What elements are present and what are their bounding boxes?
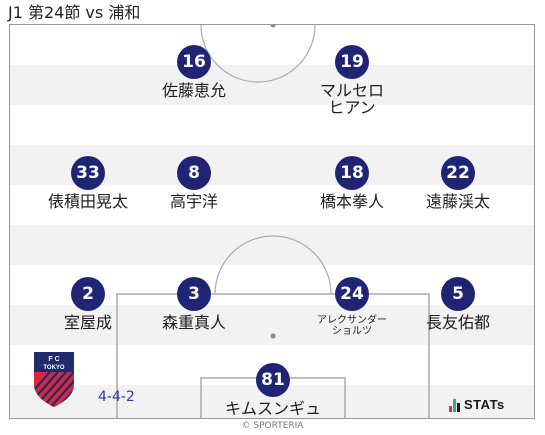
fc-tokyo-crest-icon: F C TOKYO	[34, 352, 74, 407]
player-number: 3	[177, 277, 211, 311]
player-name: 橋本拳人	[319, 192, 384, 211]
player-number: 16	[177, 45, 211, 79]
stats-logo: STATs	[449, 396, 505, 412]
player-22: 22 遠藤渓太	[398, 156, 518, 210]
player-number: 19	[335, 45, 369, 79]
player-81: 81 キムスンギュ	[213, 363, 333, 417]
stats-logo-text: STATs	[464, 397, 505, 412]
player-name: キムスンギュ	[224, 399, 321, 418]
pitch-stripe	[10, 305, 534, 345]
player-8: 8 高宇洋	[134, 156, 254, 210]
pitch-stripe	[10, 65, 534, 105]
stats-bars-icon	[449, 399, 460, 412]
player-33: 33 俵積田晃太	[28, 156, 148, 210]
player-name: 佐藤恵允	[161, 81, 226, 100]
center-spot	[270, 25, 276, 28]
player-name: 長友佑都	[425, 313, 490, 332]
player-18: 18 橋本拳人	[292, 156, 412, 210]
player-name: 遠藤渓太	[425, 192, 490, 211]
player-name: 高宇洋	[169, 192, 218, 211]
player-name: マルセロ ヒアン	[319, 81, 384, 117]
copyright: © SPORTERIA	[241, 421, 304, 431]
pitch-stripe	[10, 225, 534, 265]
player-number: 2	[71, 277, 105, 311]
svg-text:TOKYO: TOKYO	[43, 365, 65, 371]
player-name: アレクサンダー ショルツ	[317, 315, 387, 337]
penalty-arc	[214, 235, 332, 295]
player-3: 3 森重真人	[134, 277, 254, 331]
player-name: 室屋成	[63, 313, 112, 332]
player-number: 8	[177, 156, 211, 190]
penalty-area	[116, 293, 430, 418]
player-2: 2 室屋成	[28, 277, 148, 331]
player-16: 16 佐藤恵允	[134, 45, 254, 99]
formation-label: 4-4-2	[98, 389, 135, 405]
player-19: 19 マルセロ ヒアン	[292, 45, 412, 116]
player-number: 22	[441, 156, 475, 190]
player-number: 81	[256, 363, 290, 397]
player-name: 森重真人	[161, 313, 226, 332]
svg-text:F C: F C	[48, 356, 59, 363]
pitch-markings	[116, 25, 430, 418]
player-name: 俵積田晃太	[47, 192, 128, 211]
player-number: 33	[71, 156, 105, 190]
player-24: 24 アレクサンダー ショルツ	[292, 277, 412, 337]
page-title: J1 第24節 vs 浦和	[8, 3, 141, 22]
player-number: 18	[335, 156, 369, 190]
player-number: 24	[335, 277, 369, 311]
pitch: 16 佐藤恵允 19 マルセロ ヒアン 33 俵積田晃太 8 高宇洋 18 橋本…	[9, 24, 535, 419]
penalty-spot	[270, 333, 276, 339]
player-number: 5	[441, 277, 475, 311]
player-5: 5 長友佑都	[398, 277, 518, 331]
